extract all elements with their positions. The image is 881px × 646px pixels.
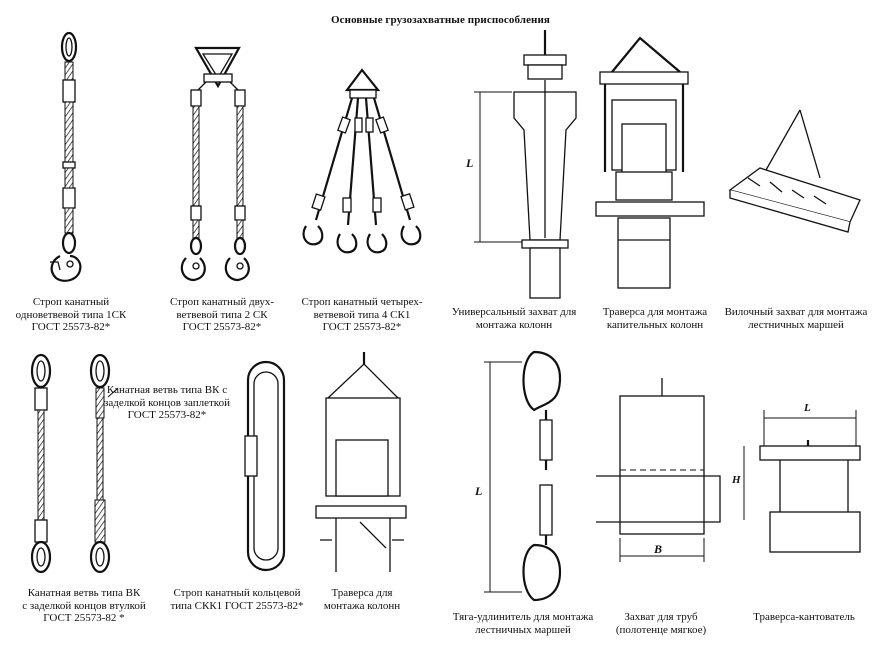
caption-column-grip: Универсальный захват для монтажа колонн bbox=[451, 306, 577, 331]
extender-rod-drawing bbox=[484, 350, 562, 602]
caption-sling-2sk: Строп канатный двух- ветвевой типа 2 СК … bbox=[169, 296, 275, 333]
sling-1sk-drawing bbox=[50, 31, 82, 282]
tilting-traverse-drawing bbox=[743, 410, 861, 553]
rope-leg-splice-drawing bbox=[89, 353, 119, 574]
pipe-grip-drawing bbox=[596, 378, 721, 562]
dim-label-tilter-h: H bbox=[732, 474, 741, 486]
sling-2sk-drawing bbox=[180, 46, 250, 282]
ring-sling-drawing bbox=[244, 360, 286, 572]
dim-label-extender-l: L bbox=[475, 484, 483, 498]
rope-leg-sleeve-drawing bbox=[30, 353, 52, 574]
fork-grip-drawing bbox=[728, 109, 861, 233]
caption-pipe-grip: Захват для труб (полотенце мягкое) bbox=[615, 611, 707, 636]
caption-column-traverse: Траверса для монтажа колонн bbox=[323, 587, 401, 612]
column-traverse-drawing bbox=[315, 352, 407, 572]
column-grip-drawing bbox=[474, 30, 577, 299]
capital-traverse-drawing bbox=[595, 36, 705, 289]
dim-label-tilter-l: L bbox=[804, 402, 811, 414]
caption-rope-leg-sleeve: Канатная ветвь типа ВК с заделкой концов… bbox=[22, 587, 146, 624]
dim-label-column-grip-l: L bbox=[466, 156, 474, 170]
caption-extender-rod: Тяга-удлинитель для монтажа лестничных м… bbox=[452, 611, 594, 636]
caption-rope-leg-splice: Канатная ветвь типа ВК с заделкой концов… bbox=[104, 384, 230, 421]
caption-tilting-traverse: Траверса-кантователь bbox=[753, 611, 855, 623]
caption-sling-4sk1: Строп канатный четырех- ветвевой типа 4 … bbox=[301, 296, 423, 333]
caption-capital-traverse: Траверса для монтажа капительных колонн bbox=[602, 306, 708, 331]
dim-label-pipe-b: B bbox=[654, 542, 663, 556]
caption-sling-1sk: Строп канатный одноветвевой типа 1СК ГОС… bbox=[15, 296, 127, 333]
caption-ring-sling: Строп канатный кольцевой типа СКК1 ГОСТ … bbox=[170, 587, 304, 612]
sling-4sk1-drawing bbox=[302, 68, 422, 254]
page-title: Основные грузозахватные приспособления bbox=[331, 14, 550, 26]
caption-fork-grip: Вилочный захват для монтажа лестничных м… bbox=[724, 306, 868, 331]
